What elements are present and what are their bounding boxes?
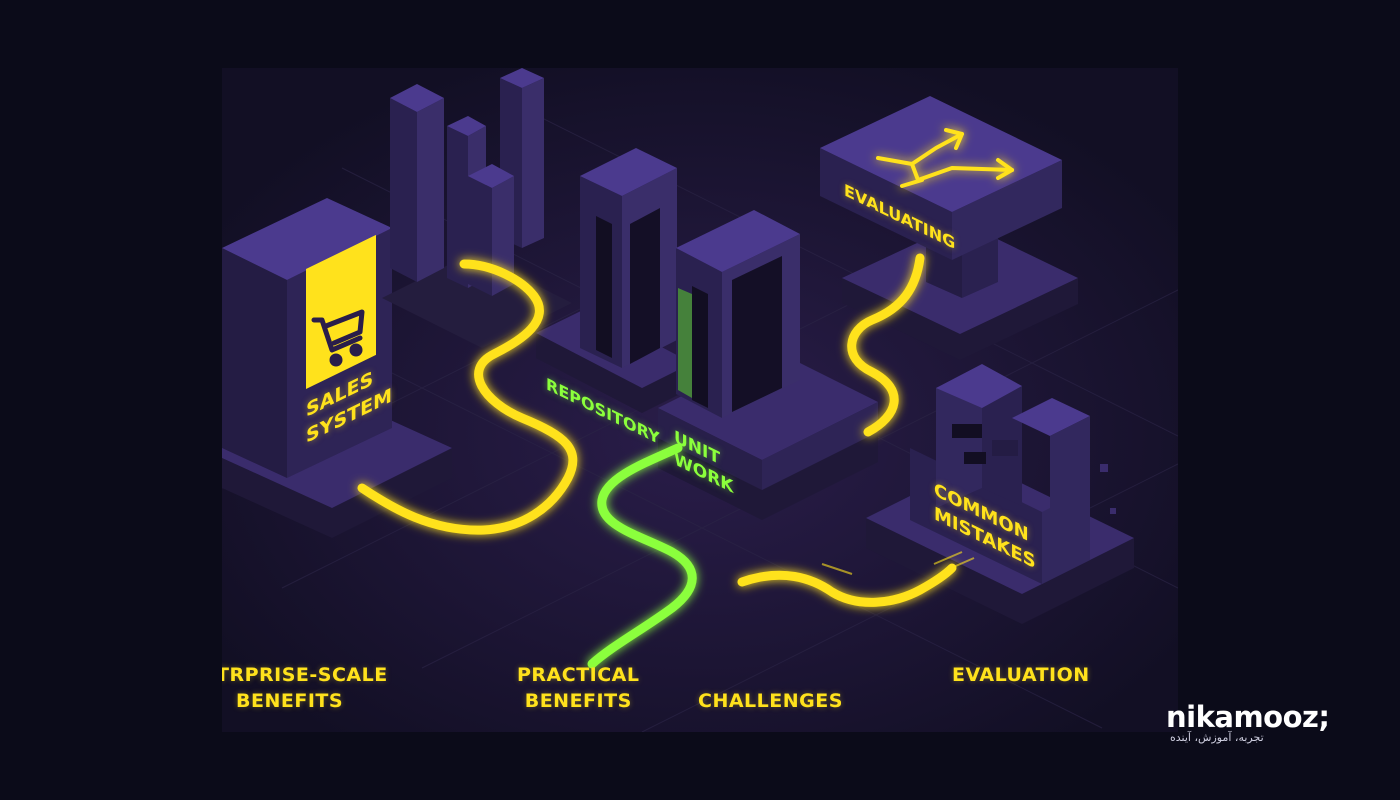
- floor-light-streaks: [821, 551, 975, 575]
- practical-benefits-line1: PRACTICAL: [517, 664, 640, 686]
- illustration-scene: SALES SYSTEM REPOSITORY UNIT WORK EVALUA…: [222, 68, 1178, 732]
- practical-benefits-line2: BENEFITS: [524, 690, 632, 712]
- challenges-label: CHALLENGES: [698, 688, 843, 714]
- enterprise-benefits-line2: BENEFITS: [236, 690, 344, 712]
- branching-arrows-icon: [876, 128, 1014, 188]
- yellow-path-right: [737, 253, 957, 607]
- enterprise-benefits-line1: TRPRISE-SCALE: [222, 664, 388, 686]
- brand-semicolon: ;: [1318, 700, 1330, 734]
- evaluation-label: EVALUATION: [952, 662, 1090, 688]
- common-mistakes-block: [866, 364, 1134, 624]
- isometric-roadmap-illustration: [222, 68, 1178, 732]
- evaluation-text: EVALUATION: [952, 664, 1090, 686]
- nikamooz-logo: nikamooz; تجربه، آموزش، آینده: [1166, 700, 1356, 750]
- green-path: [587, 443, 697, 669]
- brand-wordmark: nikamooz;: [1166, 700, 1330, 734]
- brand-name-text: nikamooz: [1166, 700, 1319, 734]
- repository-block: [536, 148, 692, 413]
- challenges-text: CHALLENGES: [698, 690, 843, 712]
- background-towers: [382, 68, 572, 348]
- shopping-cart-icon: [311, 309, 365, 367]
- unit-of-work-block: [658, 210, 878, 520]
- enterprise-benefits-label: TRPRISE-SCALE BENEFITS: [222, 662, 388, 714]
- sales-system-block: [222, 198, 452, 538]
- practical-benefits-label: PRACTICAL BENEFITS: [517, 662, 640, 714]
- yellow-path-left: [357, 259, 578, 535]
- brand-tagline: تجربه، آموزش، آینده: [1170, 731, 1264, 744]
